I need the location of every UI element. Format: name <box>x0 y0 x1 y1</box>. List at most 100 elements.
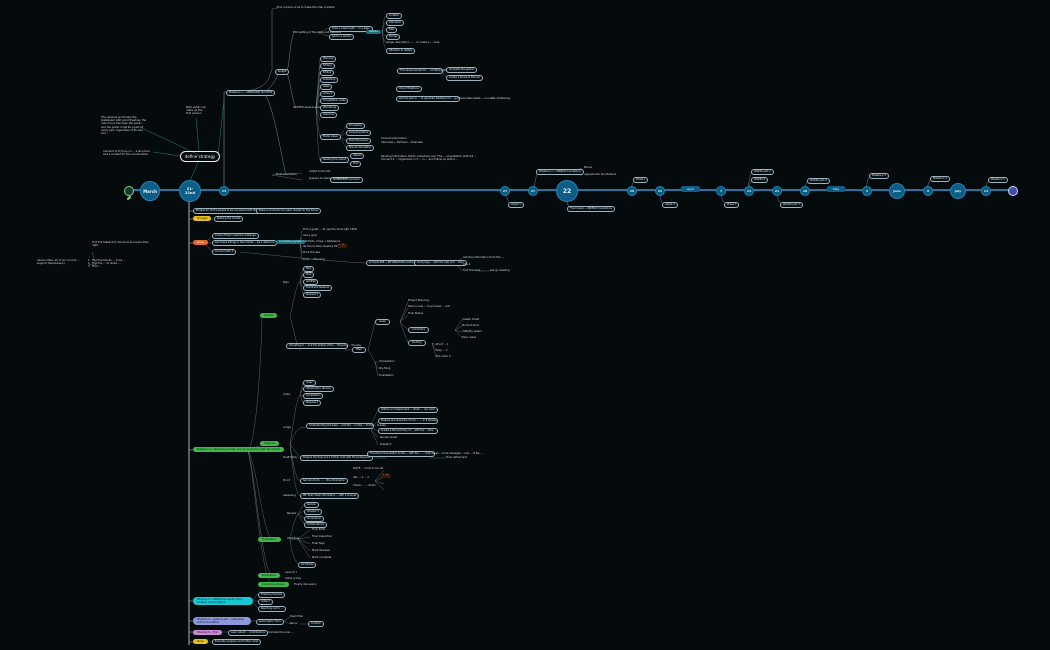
right-flow-b[interactable]: Verify tags ... with the help and ... ti… <box>414 260 467 266</box>
timeline-21[interactable]: 21 <box>772 186 782 196</box>
purple-r[interactable]: Subscription Form <box>256 619 284 625</box>
g1-c-sub2[interactable]: Pre-filing <box>408 340 426 346</box>
g2-b-item-2[interactable]: Prepare and share the 4 hour ... ... in … <box>378 418 438 424</box>
timeline-31[interactable]: 31 <box>655 186 665 196</box>
g2-c-box[interactable]: Final Recommendation to the ... with the… <box>367 451 483 457</box>
purple-node[interactable]: Milestone 6 → Audience and ... networkin… <box>193 617 251 625</box>
g1-item-2[interactable]: Prop <box>303 272 315 278</box>
m21-below[interactable]: Wildlife part 3 <box>780 202 803 208</box>
g1-c-effect[interactable]: Effect <box>352 347 367 353</box>
g2-b-item-3[interactable]: Create a full summary of ... with the ..… <box>378 428 438 434</box>
orange-node[interactable]: Issue <box>193 240 208 245</box>
edit-a[interactable]: Draw a meaningful ... in a page <box>329 26 373 32</box>
list-item-artwork[interactable]: Artwork <box>320 91 336 97</box>
reading-a[interactable]: Upload <box>350 153 365 159</box>
m9-label[interactable]: Milestone 4 <box>930 176 950 182</box>
g1-item-5[interactable]: Request 1 <box>303 292 321 298</box>
box-a[interactable]: Find several points for ... solidifying … <box>397 68 476 74</box>
timeline-29[interactable]: 29 <box>627 186 637 196</box>
timeline-july[interactable]: July <box>950 183 966 199</box>
timeline-7[interactable]: 7 <box>716 186 726 196</box>
options-badge[interactable]: Options <box>366 30 382 34</box>
g3-item-1[interactable]: Review <box>304 502 319 508</box>
g1-item-1[interactable]: Nalo <box>303 266 315 272</box>
g3-node[interactable]: Finalization <box>258 537 281 542</box>
list-item-outcome[interactable]: Outcome <box>320 112 337 118</box>
box-a-r1[interactable]: Complete Navigation <box>446 67 478 73</box>
list-item-consultation[interactable]: Consultation notes <box>320 98 349 104</box>
option-1[interactable]: Location <box>386 13 403 19</box>
list-item-editing[interactable]: Editing <box>320 70 335 76</box>
orange-mark[interactable]: 2 · 4k <box>337 244 347 248</box>
option-2[interactable]: Literature <box>386 20 404 26</box>
g5-node[interactable]: Conclusion & Review <box>258 582 289 587</box>
list-item-planning[interactable]: Planning <box>320 56 337 62</box>
timeline-27[interactable]: 27 <box>528 186 538 196</box>
timeline-21-22[interactable]: 21- 22nd <box>179 180 201 202</box>
g1-item-3[interactable]: ACCESS <box>303 279 319 285</box>
final-b[interactable]: Archive the conclusion <box>330 177 364 183</box>
g3-item-4[interactable]: Collaborations <box>304 522 328 528</box>
g2-item-3[interactable]: Compilation <box>303 393 324 399</box>
g1-c-badge[interactable]: Assign <box>375 319 391 325</box>
reading-b[interactable]: Find <box>350 161 361 167</box>
m14-r1[interactable]: Wildlife part 1 <box>751 169 774 175</box>
model-item-2[interactable]: Analyzing Items <box>346 130 372 136</box>
g4-node[interactable]: Publication <box>258 573 281 578</box>
option-6[interactable]: Attention to details <box>386 48 415 54</box>
timeline-14[interactable]: 14 <box>744 186 754 196</box>
box-c[interactable]: Add the plan in ... to generate feedback… <box>396 96 510 102</box>
yellow-2[interactable]: Recap <box>193 639 208 644</box>
yellow-2-r[interactable]: Evaluate progress and further notes <box>212 639 262 645</box>
list-item-writing[interactable]: Writing <box>320 63 335 69</box>
timeline-14b[interactable]: 14 <box>981 186 991 196</box>
orange-item-1[interactable]: A few of them meet the challenge <box>212 233 259 239</box>
g3-item-3[interactable]: Corrections <box>304 516 324 522</box>
option-4[interactable]: Stories <box>386 34 401 40</box>
purple-end[interactable]: Content <box>308 621 324 627</box>
orange-badge[interactable]: Connecting a system <box>276 240 306 244</box>
timeline-27a[interactable]: 27 <box>500 186 510 196</box>
g2-b-main[interactable]: Understanding the base ... and the ... o… <box>306 423 386 429</box>
g2-d-main[interactable]: Set records to ... ... the information <box>300 478 349 484</box>
reading-node[interactable]: Reading the output <box>320 157 350 163</box>
model-item-3[interactable]: Start Discussion <box>346 138 372 144</box>
g3-item-2[interactable]: Chapter 2 <box>304 509 322 515</box>
yellow-1[interactable]: Manage <box>193 216 212 221</box>
g2-d-mark[interactable]: 2 · 5k <box>381 474 391 478</box>
g2-item-2[interactable]: Introduction, Review <box>303 386 334 392</box>
timeline-9[interactable]: 9 <box>923 186 933 196</box>
m14-r2[interactable]: Wildlife 2 <box>751 177 769 183</box>
define-strategy-node[interactable]: define strategy <box>180 151 220 162</box>
box-b[interactable]: Check Milestone <box>396 86 422 92</box>
g2-item-1[interactable]: Index <box>303 380 316 386</box>
m28-label[interactable]: Wildlife part 4 <box>807 178 830 184</box>
m14b-label[interactable]: Milestone 5 <box>988 177 1008 183</box>
green-main[interactable]: Milestone 4 → Recovery process, and its … <box>193 447 284 452</box>
m22-below[interactable]: Final reveal → SPREAD foundations <box>567 206 615 212</box>
m7-below[interactable]: Phase 3 <box>724 202 740 208</box>
m29-label[interactable]: Phase 1 <box>633 177 649 183</box>
leaf-icon[interactable] <box>124 186 134 200</box>
timeline-23[interactable]: 23 <box>219 186 229 196</box>
g2-item-4[interactable]: Request 3 <box>303 400 321 406</box>
cyan-item-3[interactable]: Reaching out to ... <box>258 606 286 612</box>
cyan-item-2[interactable]: Initial 2 <box>258 599 273 605</box>
g2-b-item-1[interactable]: Outline an Independent ... which ... can… <box>378 407 438 413</box>
g1-item-4[interactable]: Functional features <box>303 285 332 291</box>
m27-label[interactable]: Milestone 2 → SPREAD foundations <box>536 169 584 175</box>
timeline-april[interactable]: April <box>681 186 700 192</box>
g1-b[interactable]: Allocating to ... and the details of the… <box>286 343 361 349</box>
model-views[interactable]: Model views <box>320 134 341 140</box>
option-3[interactable]: Files <box>386 27 398 33</box>
budget-node[interactable]: budget <box>275 69 290 75</box>
orange-item-2[interactable]: Can these listings in the market ... be … <box>212 240 278 246</box>
m27-below[interactable]: Adjust 1 <box>508 202 524 208</box>
pink-node[interactable]: Milestone 6 → Final <box>193 630 222 635</box>
pink-r[interactable]: Learn about ... contributions <box>228 630 268 636</box>
orange-item-3[interactable]: Connect with 3 <box>212 249 236 255</box>
box-a-r2[interactable]: Create a Personal Planner <box>446 75 483 81</box>
list-item-sales[interactable]: Sales <box>320 84 333 90</box>
target-icon[interactable] <box>1008 186 1018 196</box>
timeline-28[interactable]: 28 <box>800 186 810 196</box>
